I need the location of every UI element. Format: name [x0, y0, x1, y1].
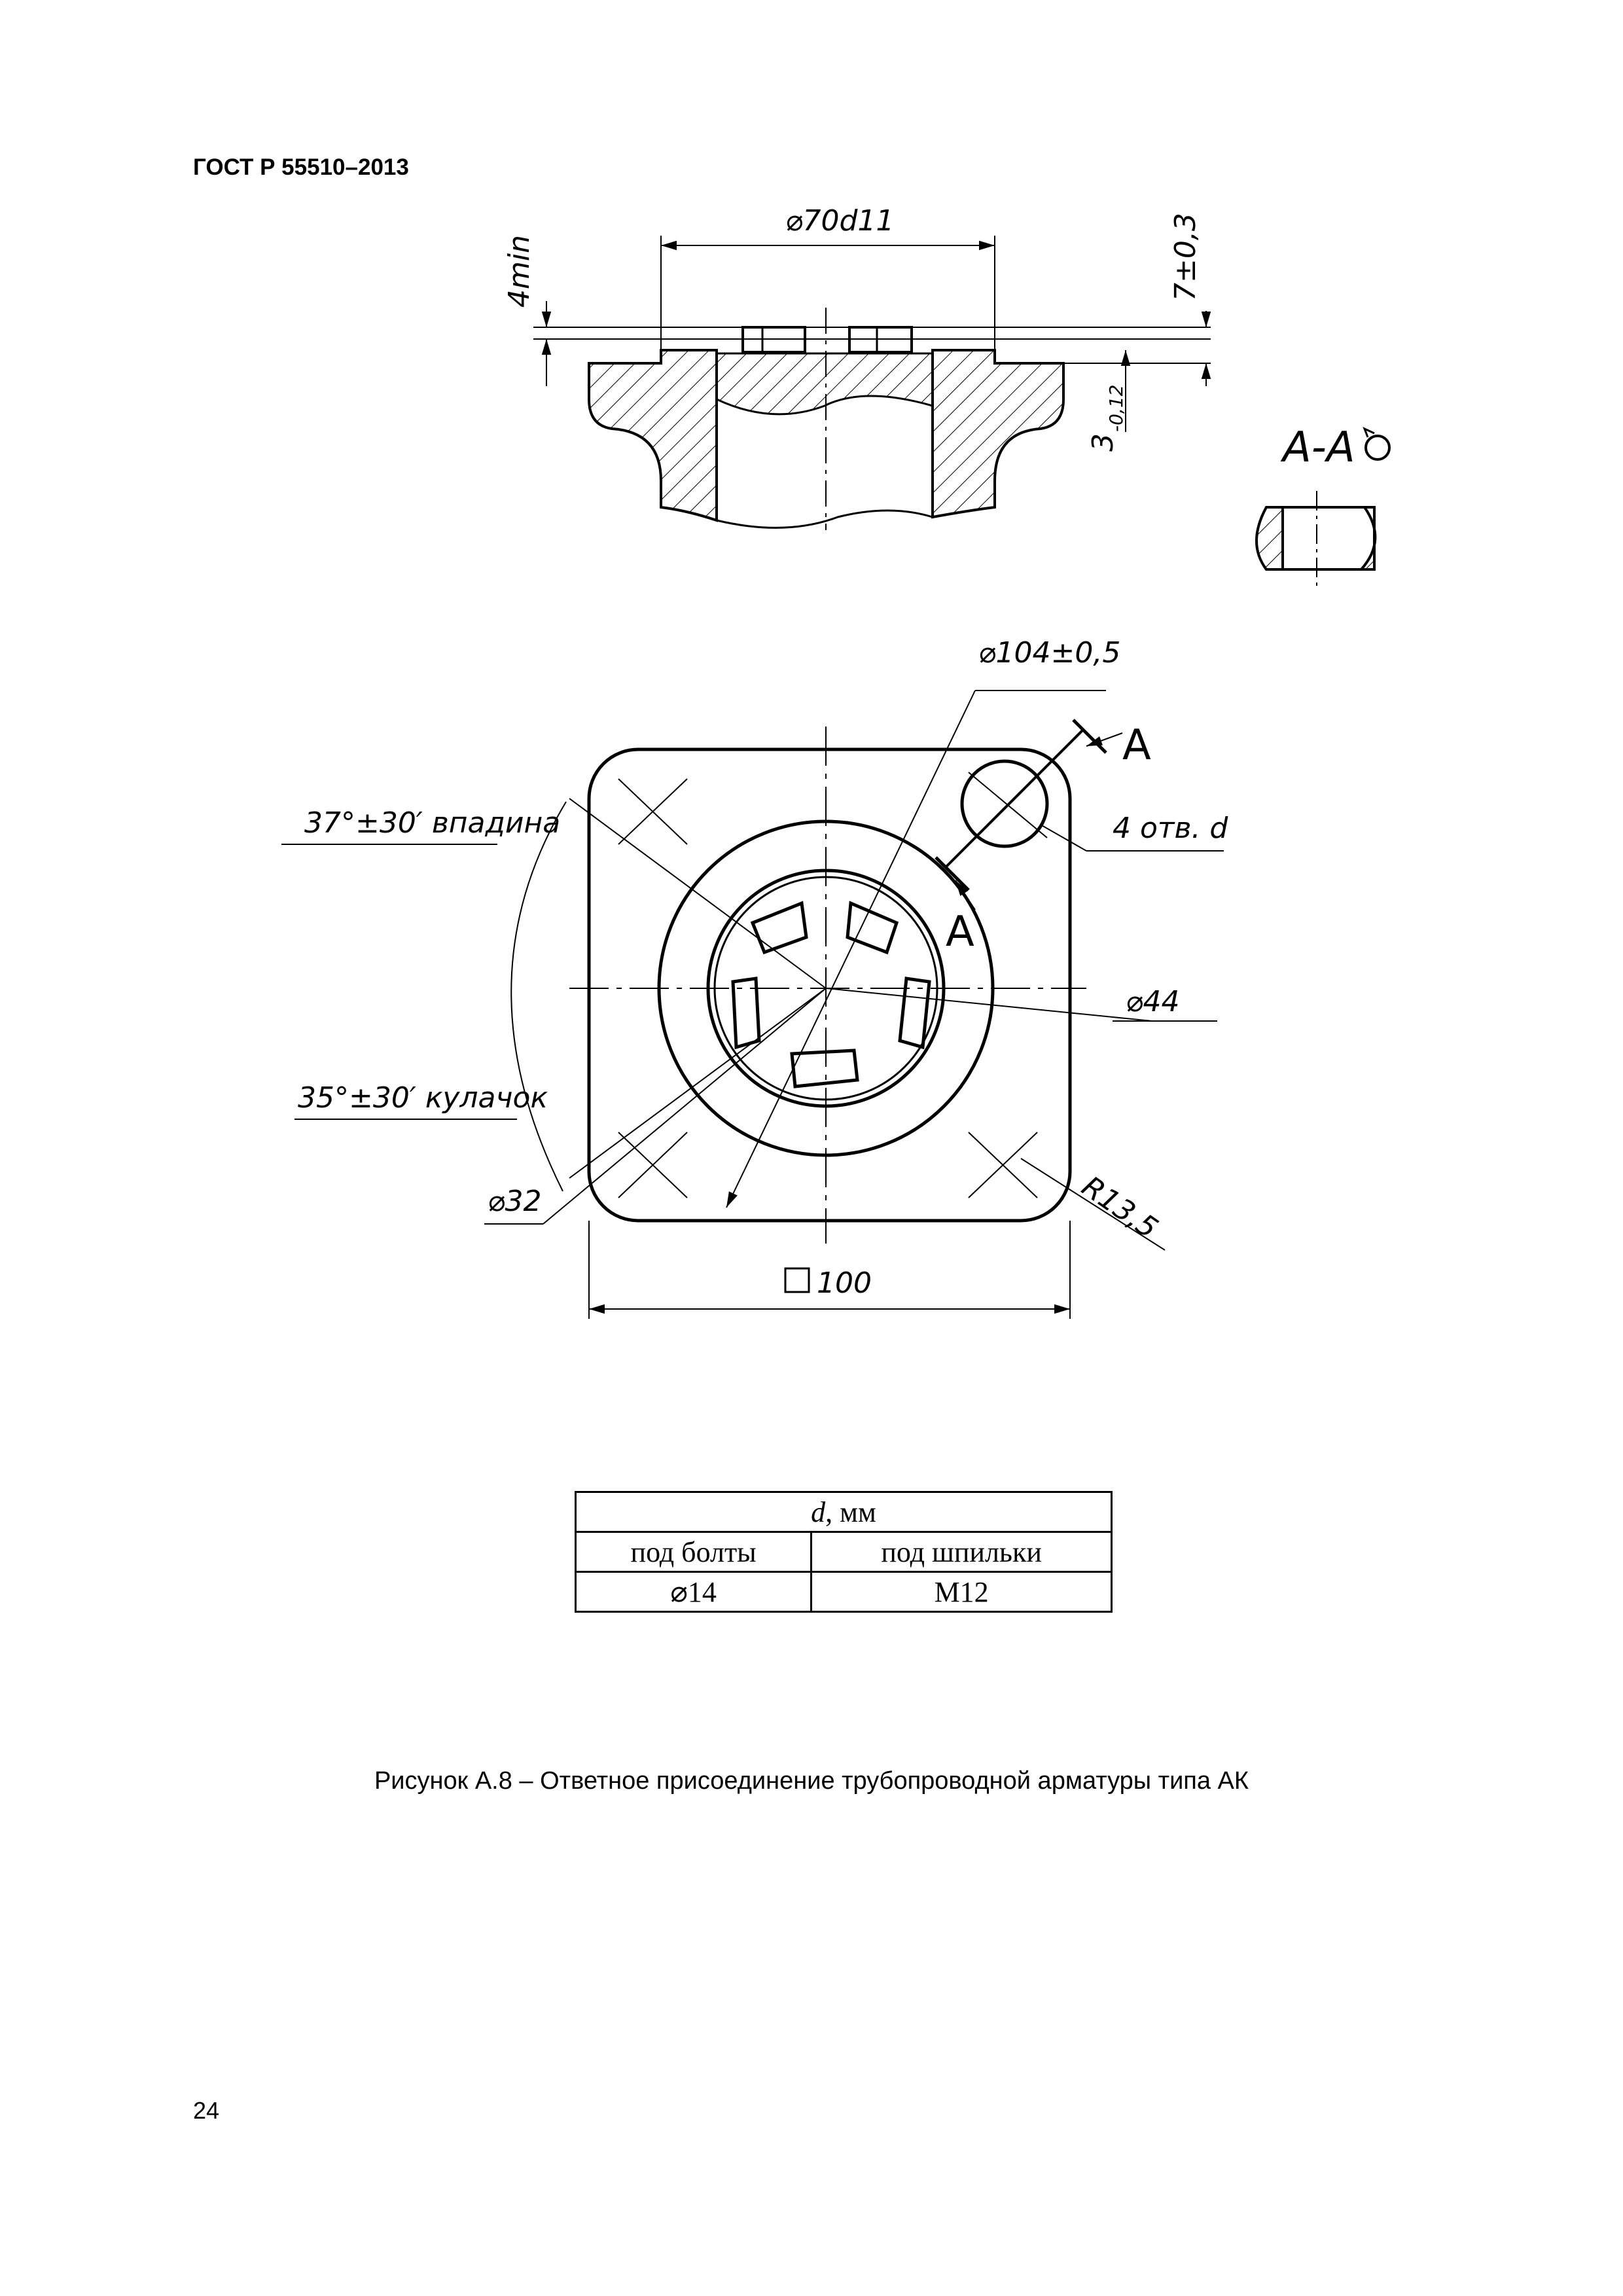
dim-3-tolerance: -0,12 — [1105, 385, 1127, 432]
dimension-table: d, мм под болты под шпильки ⌀14 М12 — [574, 1491, 1113, 1613]
dim-4min: 4min — [503, 235, 536, 308]
dim-7: 7±0,3 — [1169, 213, 1202, 301]
dim-square-100: 100 — [817, 1266, 872, 1300]
document-header: ГОСТ Р 55510–2013 — [193, 154, 409, 180]
figure-caption: Рисунок А.8 – Ответное присоединение тру… — [374, 1767, 1249, 1795]
dim-angle-37: 37°±30′ впадина — [304, 806, 560, 840]
dim-d104: ⌀104±0,5 — [978, 636, 1120, 670]
column-bolts: под болты — [574, 1531, 813, 1573]
table-header-unit: , мм — [825, 1496, 876, 1528]
section-mark-top: A — [1122, 721, 1151, 770]
plan-view — [281, 690, 1224, 1319]
table-header: d, мм — [575, 1491, 1113, 1533]
value-bolts: ⌀14 — [574, 1571, 813, 1613]
section-mark-bottom: A — [946, 908, 974, 956]
page-number: 24 — [193, 2097, 220, 2124]
top-section-view — [533, 236, 1211, 530]
value-studs: М12 — [810, 1571, 1113, 1613]
dim-d44: ⌀44 — [1126, 985, 1179, 1018]
dim-r135: R13,5 — [1076, 1170, 1164, 1246]
section-label: A-A — [1280, 423, 1355, 472]
dim-3: 3 — [1086, 433, 1120, 452]
column-studs: под шпильки — [810, 1531, 1113, 1573]
dim-angle-35: 35°±30′ кулачок — [298, 1081, 548, 1115]
table-header-var: d — [811, 1496, 826, 1528]
dim-holes: 4 отв. d — [1113, 812, 1228, 845]
dim-d70: ⌀70d11 — [785, 204, 894, 238]
section-aa-view — [1255, 427, 1391, 586]
dim-d32: ⌀32 — [488, 1185, 541, 1218]
